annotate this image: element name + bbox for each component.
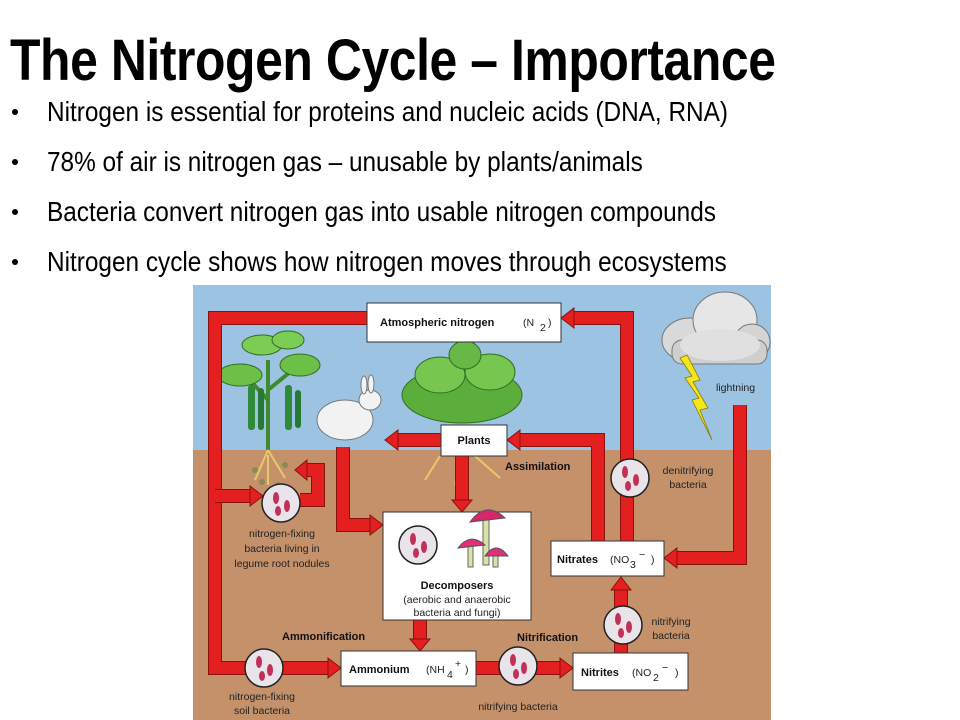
legume-bacteria-label: bacteria living in — [244, 543, 319, 555]
denitrifying-label: denitrifying — [663, 465, 714, 477]
bullet-dot-icon — [12, 109, 18, 115]
nitrates-label: Nitrates — [557, 554, 598, 566]
formula-sub: 2 — [540, 322, 546, 334]
formula-sub: 2 — [653, 672, 659, 684]
formula: (NO — [610, 554, 629, 566]
formula: (NO — [632, 667, 651, 679]
decomposers-detail: bacteria and fungi) — [414, 607, 501, 619]
bullet-text: Nitrogen is essential for proteins and n… — [47, 96, 729, 127]
bullet-text: 78% of air is nitrogen gas – unusable by… — [47, 146, 643, 177]
bullet-text: Bacteria convert nitrogen gas into usabl… — [47, 196, 716, 227]
formula-sup: − — [662, 662, 668, 674]
bacteria-icon — [498, 646, 538, 686]
formula: (NH — [426, 664, 445, 676]
formula-sup: + — [455, 658, 461, 670]
soil-bacteria-label: nitrogen-fixing — [229, 691, 295, 703]
nitrification-label: Nitrification — [517, 632, 578, 644]
formula-close: ) — [465, 664, 469, 676]
bacteria-icon — [398, 525, 438, 565]
nitrifying-label: nitrifying — [651, 616, 690, 628]
bacteria-icon — [244, 648, 284, 688]
slide-title: The Nitrogen Cycle – Importance — [10, 28, 776, 93]
formula-sup: − — [639, 549, 645, 561]
nitrites-box — [572, 652, 689, 691]
ammonium-box — [340, 650, 477, 687]
atmospheric-nitrogen-box — [366, 302, 562, 343]
decomposers-detail: (aerobic and anaerobic — [403, 594, 510, 606]
legume-plant — [217, 330, 321, 488]
denitrifying-label: bacteria — [669, 479, 707, 491]
nitrates-box — [550, 540, 665, 577]
decomposers-title: Decomposers — [421, 580, 494, 592]
plants-box — [440, 424, 508, 457]
ammonium-label: Ammonium — [349, 664, 410, 676]
plants-label: Plants — [457, 435, 490, 447]
lightning-label: lightning — [716, 382, 755, 394]
bullet-dot-icon — [12, 259, 18, 265]
bacteria-icon — [603, 605, 643, 645]
formula-sub: 3 — [630, 559, 636, 571]
formula-close: ) — [548, 317, 552, 329]
bacteria-icon — [610, 458, 650, 498]
nitrites-label: Nitrites — [581, 667, 619, 679]
bacteria-icon — [261, 483, 301, 523]
atmospheric-nitrogen-label: Atmospheric nitrogen — [380, 317, 495, 329]
soil-bacteria-label: soil bacteria — [234, 705, 290, 717]
legume-bacteria-label: legume root nodules — [234, 558, 329, 570]
bullet-text: Nitrogen cycle shows how nitrogen moves … — [47, 246, 727, 277]
formula-close: ) — [651, 554, 655, 566]
rabbit-icon — [316, 374, 382, 441]
formula-sub: 4 — [447, 669, 453, 681]
bullet-dot-icon — [12, 159, 18, 165]
nitrifying-bacteria-label: nitrifying bacteria — [478, 701, 558, 713]
cloud-icon — [661, 291, 771, 365]
nitrifying-label: bacteria — [652, 630, 690, 642]
bullet-dot-icon — [12, 209, 18, 215]
formula: (N — [523, 317, 534, 329]
formula-close: ) — [675, 667, 679, 679]
plant-icon — [401, 340, 523, 486]
legume-bacteria-label: nitrogen-fixing — [249, 528, 315, 540]
assimilation-label: Assimilation — [505, 461, 571, 473]
mushroom-icon — [456, 509, 510, 568]
lightning-icon — [679, 354, 713, 441]
ammonification-label: Ammonification — [282, 631, 365, 643]
